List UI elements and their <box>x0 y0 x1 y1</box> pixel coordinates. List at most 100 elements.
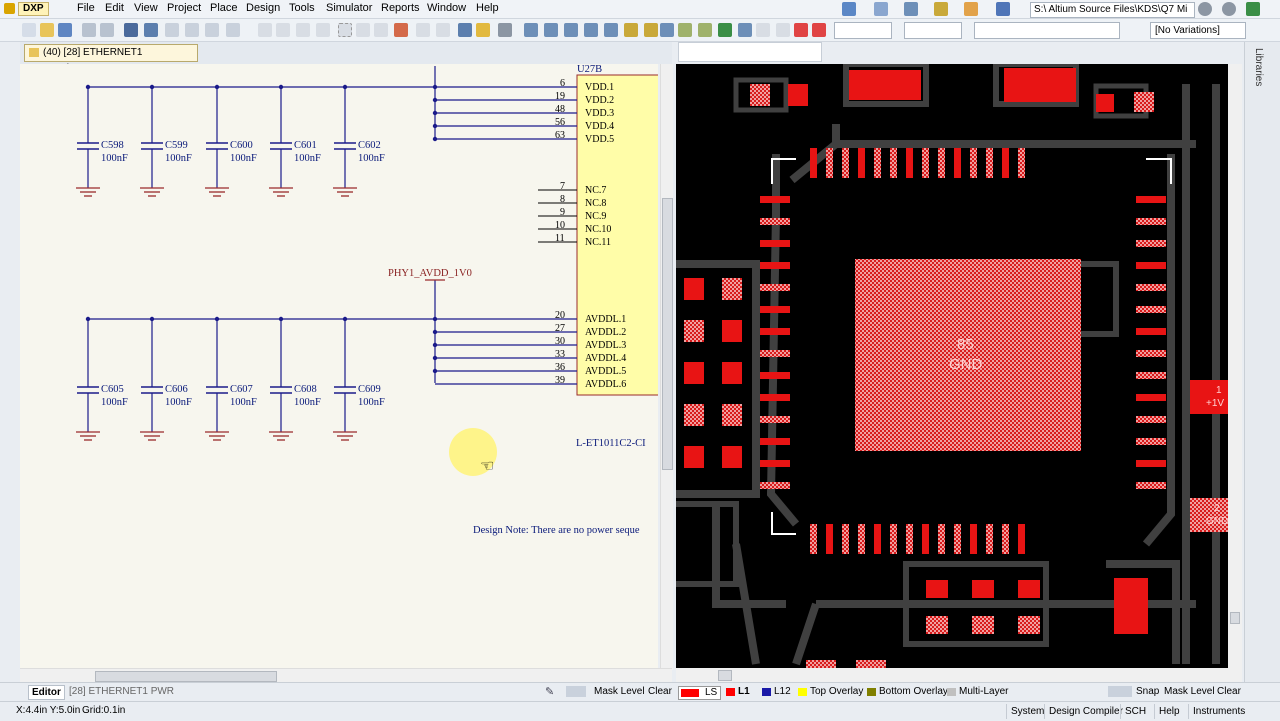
document-tab[interactable]: (40) [28] ETHERNET1 PWR.SchDoc <box>24 44 198 74</box>
layer-tab-ls[interactable]: LS <box>678 686 722 700</box>
copy-icon[interactable] <box>276 23 290 37</box>
schematic-editor[interactable]: U27B PHY1_AVDD_1V0 L-ET1011C2-CI Design … <box>20 64 658 670</box>
wire-icon[interactable] <box>524 23 538 37</box>
menu-reports[interactable]: Reports <box>381 2 420 14</box>
scrollbar-thumb[interactable] <box>1230 612 1240 624</box>
variations-select[interactable]: [No Variations] <box>1150 22 1246 39</box>
deselect-icon[interactable] <box>374 23 388 37</box>
schematic-horizontal-scrollbar[interactable] <box>20 668 672 683</box>
dxp-menu[interactable]: DXP <box>18 2 49 16</box>
power-port-icon[interactable] <box>934 2 948 16</box>
redo-icon[interactable] <box>436 23 450 37</box>
hierarchy-icon[interactable] <box>458 23 472 37</box>
port-icon[interactable] <box>718 23 732 37</box>
gnd-icon[interactable] <box>604 23 618 37</box>
net-label-icon[interactable] <box>584 23 598 37</box>
open-icon[interactable] <box>40 23 54 37</box>
pcb-doc-tab[interactable] <box>678 42 822 62</box>
doc-name-tab[interactable]: [28] ETHERNET1 PWR <box>69 686 175 697</box>
directive-icon[interactable] <box>738 23 752 37</box>
project-path-field[interactable]: S:\ Altium Source Files\KDS\Q7 Mi <box>1030 2 1195 18</box>
browse-icon[interactable] <box>476 23 490 37</box>
paste-icon[interactable] <box>296 23 310 37</box>
system-panel-button[interactable]: System <box>1006 704 1048 719</box>
pcb-vertical-scrollbar[interactable] <box>1228 64 1242 668</box>
help-panel-button[interactable]: Help <box>1154 704 1184 719</box>
device-sheet-icon[interactable] <box>698 23 712 37</box>
print-preview-icon[interactable] <box>100 23 114 37</box>
menu-place[interactable]: Place <box>210 2 238 14</box>
menu-window[interactable]: Window <box>427 2 467 14</box>
editor-tab[interactable]: Editor <box>28 685 65 700</box>
menu-edit[interactable]: Edit <box>105 2 124 14</box>
home-icon[interactable] <box>1246 2 1260 16</box>
bus-entry-icon[interactable] <box>564 23 578 37</box>
print-icon[interactable] <box>82 23 96 37</box>
snap-button[interactable]: Snap <box>1136 686 1160 697</box>
delete-icon[interactable] <box>812 23 826 37</box>
pcb-clear-button[interactable]: Clear <box>1217 686 1241 697</box>
scrollbar-thumb[interactable] <box>662 198 673 470</box>
pcb-horizontal-scrollbar[interactable] <box>676 668 1242 682</box>
menu-tools[interactable]: Tools <box>289 2 315 14</box>
sheet-symbol-icon[interactable] <box>660 23 674 37</box>
menu-file[interactable]: File <box>77 2 95 14</box>
place-part-icon[interactable] <box>964 2 978 16</box>
filter-combo-2[interactable] <box>904 22 962 39</box>
zoom-fit-icon[interactable] <box>124 23 138 37</box>
rubber-stamp-icon[interactable] <box>316 23 330 37</box>
libraries-tab[interactable]: Libraries <box>1253 48 1264 87</box>
sch-panel-button[interactable]: SCH <box>1120 704 1150 719</box>
compile-icon[interactable] <box>498 23 512 37</box>
instruments-panel-button[interactable]: Instruments <box>1188 704 1249 719</box>
mask-level-button[interactable]: Mask Level <box>594 686 645 697</box>
new-icon[interactable] <box>22 23 36 37</box>
schematic-vertical-scrollbar[interactable] <box>660 64 673 670</box>
pcb-filter-icon[interactable] <box>1108 686 1132 697</box>
no-erc-icon[interactable] <box>794 23 808 37</box>
layer-tab-l1[interactable]: L1 <box>724 686 750 698</box>
highlight-icon[interactable] <box>226 23 240 37</box>
menu-project[interactable]: Project <box>167 2 202 14</box>
filter-icon[interactable] <box>566 686 586 697</box>
align-icon[interactable] <box>874 2 888 16</box>
cut-icon[interactable] <box>258 23 272 37</box>
menu-view[interactable]: View <box>134 2 158 14</box>
zoom-area-icon[interactable] <box>144 23 158 37</box>
layer-tab-bottom-overlay[interactable]: Bottom Overlay <box>865 686 948 698</box>
zoom-icon[interactable] <box>185 23 199 37</box>
back-icon[interactable] <box>1198 2 1212 16</box>
grid-icon[interactable] <box>996 2 1010 16</box>
pcb-editor[interactable]: 85 GND 1 +1V 2 GND <box>676 64 1228 668</box>
scrollbar-thumb[interactable] <box>718 670 732 681</box>
clear-filter-icon[interactable] <box>394 23 408 37</box>
sheet-entry-icon[interactable] <box>678 23 692 37</box>
menu-design[interactable]: Design <box>246 2 281 14</box>
pcb-mask-level-button[interactable]: Mask Level <box>1164 686 1215 697</box>
signal-harness-icon[interactable] <box>776 23 790 37</box>
vcc-icon[interactable] <box>624 23 638 37</box>
menu-simulator[interactable]: Simulator <box>326 2 373 14</box>
part-icon[interactable] <box>644 23 658 37</box>
filter-combo-1[interactable] <box>834 22 892 39</box>
harness-icon[interactable] <box>756 23 770 37</box>
undo-icon[interactable] <box>416 23 430 37</box>
clear-button[interactable]: Clear <box>648 686 672 697</box>
menu-help[interactable]: Help <box>476 2 499 14</box>
ground-port-icon[interactable] <box>904 2 918 16</box>
pcb-route-icon[interactable] <box>842 2 856 16</box>
filter-combo-3[interactable] <box>974 22 1120 39</box>
cross-probe-icon[interactable] <box>205 23 219 37</box>
scrollbar-thumb[interactable] <box>95 671 277 682</box>
design-compiler-panel-button[interactable]: Design Compiler <box>1044 704 1127 719</box>
forward-icon[interactable] <box>1222 2 1236 16</box>
layer-tab-top-overlay[interactable]: Top Overlay <box>796 686 863 698</box>
save-icon[interactable] <box>58 23 72 37</box>
libraries-panel[interactable]: Libraries <box>1244 42 1280 700</box>
layer-tab-multi-layer[interactable]: Multi-Layer <box>945 686 1008 698</box>
pen-icon[interactable]: ✎ <box>545 686 555 698</box>
select-area-icon[interactable] <box>338 23 352 37</box>
move-icon[interactable] <box>356 23 370 37</box>
zoom-selected-icon[interactable] <box>165 23 179 37</box>
layer-tab-l12[interactable]: L12 <box>760 686 791 698</box>
